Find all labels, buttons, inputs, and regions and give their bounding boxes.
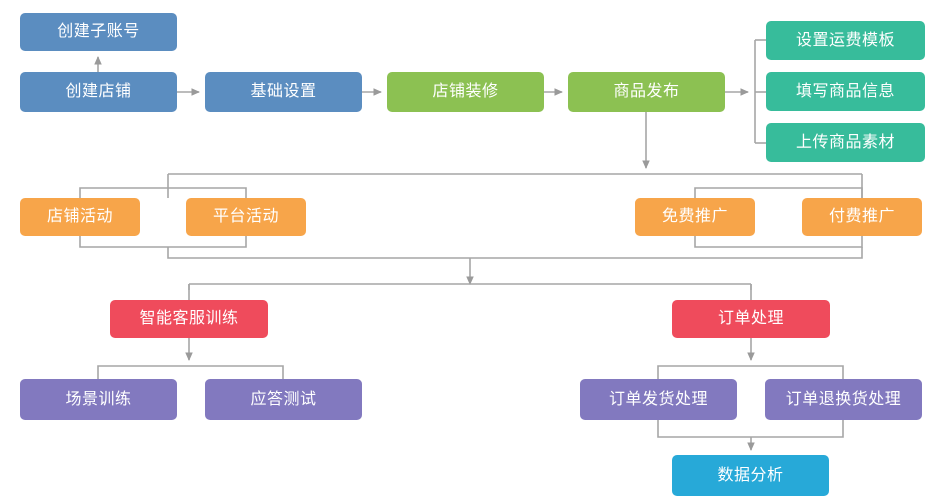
node-data-analytics[interactable]: 数据分析 (672, 455, 829, 496)
node-create-subaccount[interactable]: 创建子账号 (20, 13, 177, 51)
node-shop-campaign[interactable]: 店铺活动 (20, 198, 140, 236)
wire-service-split (97, 365, 284, 379)
wire-right-orange-bracket (694, 187, 863, 198)
node-order-shipping[interactable]: 订单发货处理 (580, 379, 737, 420)
node-free-promotion[interactable]: 免费推广 (635, 198, 755, 236)
node-smart-service-training[interactable]: 智能客服训练 (110, 300, 268, 338)
node-paid-promotion[interactable]: 付费推广 (802, 198, 922, 236)
wire-left-orange-bracket (79, 187, 247, 198)
wire-order-split (657, 365, 844, 379)
node-shop-decoration[interactable]: 店铺装修 (387, 72, 544, 112)
wire-red-split (188, 283, 752, 290)
node-upload-product-assets[interactable]: 上传商品素材 (766, 123, 925, 162)
node-fill-product-info[interactable]: 填写商品信息 (766, 72, 925, 111)
node-order-return-exchange[interactable]: 订单退换货处理 (765, 379, 922, 420)
node-create-shop[interactable]: 创建店铺 (20, 72, 177, 112)
wire-lower-bus (167, 247, 863, 259)
node-response-testing[interactable]: 应答测试 (205, 379, 362, 420)
node-platform-campaign[interactable]: 平台活动 (186, 198, 306, 236)
wire-purple-merge (657, 420, 844, 438)
node-shipping-template[interactable]: 设置运费模板 (766, 21, 925, 60)
node-product-publish[interactable]: 商品发布 (568, 72, 725, 112)
wire-left-orange-merge (79, 236, 247, 248)
wire-right-orange-merge (694, 236, 863, 248)
node-scenario-training[interactable]: 场景训练 (20, 379, 177, 420)
node-basic-settings[interactable]: 基础设置 (205, 72, 362, 112)
node-order-processing[interactable]: 订单处理 (672, 300, 830, 338)
